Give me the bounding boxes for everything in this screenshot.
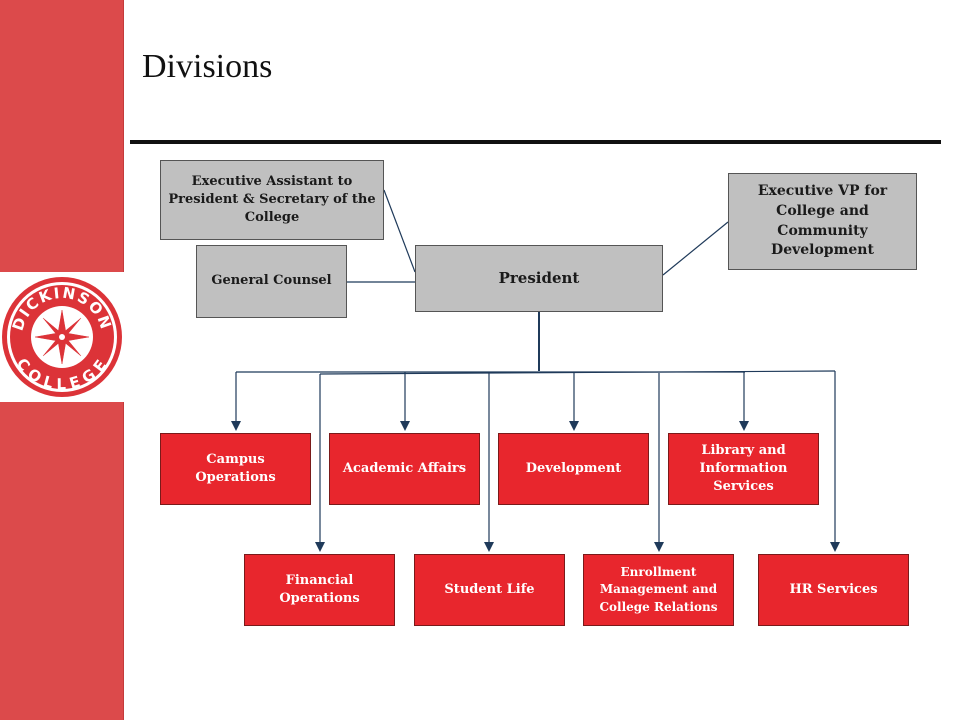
- box-academic-affairs: Academic Affairs: [329, 433, 480, 505]
- box-hr-services: HR Services: [758, 554, 909, 626]
- box-financial-operations: Financial Operations: [244, 554, 395, 626]
- page-title: Divisions: [142, 48, 273, 85]
- box-library: Library and Information Services: [668, 433, 819, 505]
- line-exec-vp: [662, 221, 729, 276]
- box-campus-operations: Campus Operations: [160, 433, 311, 505]
- box-enrollment: Enrollment Management and College Relati…: [583, 554, 734, 626]
- box-exec-vp: Executive VP for College and Community D…: [728, 173, 917, 270]
- line-bottom-bus: [319, 370, 836, 375]
- box-president: President: [415, 245, 663, 312]
- line-exec-assistant: [383, 189, 416, 273]
- title-divider: [130, 140, 941, 144]
- box-general-counsel: General Counsel: [196, 245, 347, 318]
- box-exec-assistant: Executive Assistant to President & Secre…: [160, 160, 384, 240]
- college-logo: DICKINSON COLLEGE: [0, 272, 124, 402]
- college-seal-icon: DICKINSON COLLEGE: [2, 277, 122, 397]
- box-development: Development: [498, 433, 649, 505]
- box-student-life: Student Life: [414, 554, 565, 626]
